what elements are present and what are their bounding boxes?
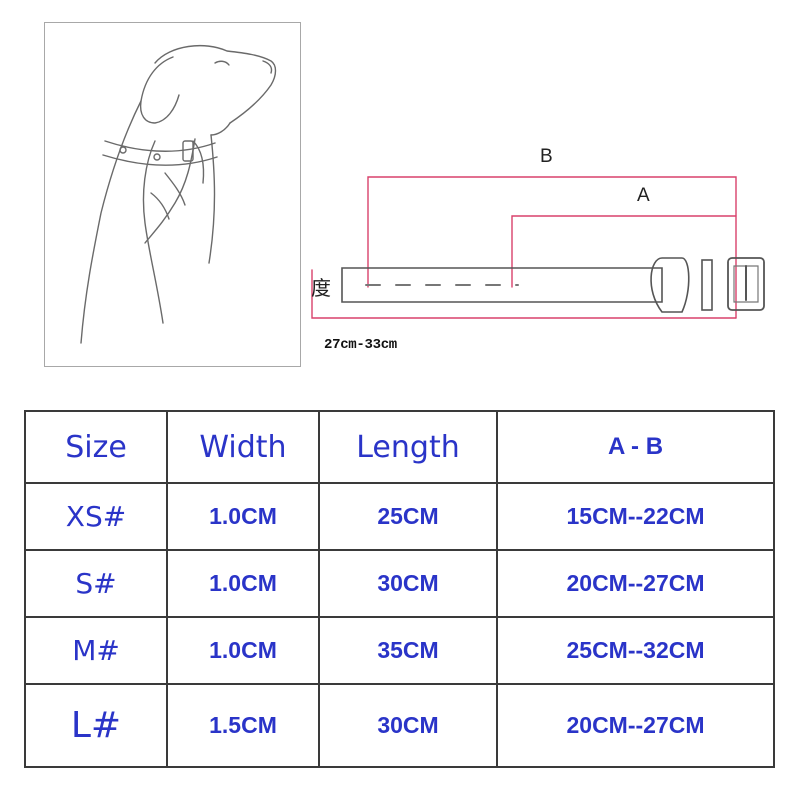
dog-with-collar-illustration [80,45,277,344]
collar-measurement-diagram [311,176,765,319]
size-cell: XS# [24,481,168,552]
width-cell: 1.5CM [166,683,320,768]
label-b: B [540,146,553,167]
collar-buckle [727,257,765,311]
strap-label-char: 度 [311,276,331,300]
range-bracket [311,269,737,319]
length-cell: 25CM [318,481,498,552]
table-row: L# 1.5CM 30CM 20CM--27CM [24,683,775,768]
size-table: Size Width Length A - B XS# 1.0CM 25CM 1… [24,410,775,768]
label-a: A [637,185,650,206]
length-cell: 30CM [318,683,498,768]
range-cell: 25CM--32CM [496,616,775,686]
width-cell: 1.0CM [166,549,320,619]
header-width: Width [166,410,320,484]
table-row: S# 1.0CM 30CM 20CM--27CM [24,549,775,619]
dog-illustration-frame [44,22,301,367]
collar-loop [650,257,690,313]
range-cell: 15CM--22CM [496,481,775,552]
size-cell: L# [24,683,168,768]
table-row: M# 1.0CM 35CM 25CM--32CM [24,616,775,686]
length-cell: 35CM [318,616,498,686]
header-size: Size [24,410,168,484]
header-length: Length [318,410,498,484]
range-cell: 20CM--27CM [496,549,775,619]
width-cell: 1.0CM [166,481,320,552]
header-a-b: A - B [496,410,775,484]
measure-line-a [511,215,737,288]
range-cell: 20CM--27CM [496,683,775,768]
width-cell: 1.0CM [166,616,320,686]
range-label: 27cm-33cm [324,337,397,353]
table-row: XS# 1.0CM 25CM 15CM--22CM [24,481,775,552]
size-cell: S# [24,549,168,619]
measure-line-b [367,176,737,319]
length-cell: 30CM [318,549,498,619]
collar-keeper [701,259,713,311]
size-cell: M# [24,616,168,686]
collar-strap [341,267,663,303]
table-header-row: Size Width Length A - B [24,410,775,484]
